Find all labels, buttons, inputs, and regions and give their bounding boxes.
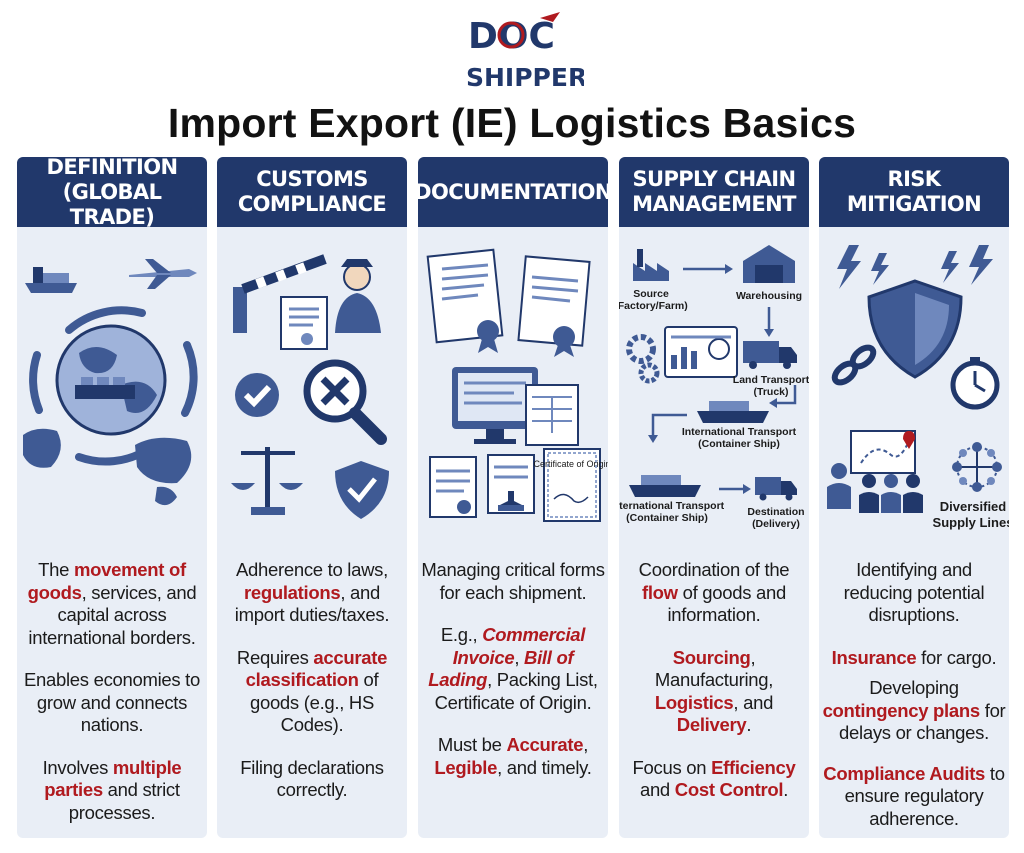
header-line: DOCUMENTATION: [418, 179, 608, 204]
document-stack-icon: [426, 248, 591, 357]
computer-form-icon: [452, 367, 579, 446]
flow-label-land: Land Transport: [733, 374, 809, 386]
shield-check-icon: [335, 461, 389, 519]
paragraph: Involves multiple parties and strict pro…: [42, 756, 182, 823]
paragraph: Insurance for cargo.: [831, 646, 997, 668]
customs-illustration: [231, 254, 389, 519]
scales-icon: [231, 447, 303, 515]
customs-officer-icon: [335, 259, 381, 333]
circular-arrows-icon: [29, 306, 198, 466]
flow-label-warehousing: Warehousing: [736, 290, 802, 302]
gears-dashboard-icon: [626, 326, 738, 384]
document-icon: [280, 296, 328, 350]
docshipper-logo: DOC SHIPPER: [466, 12, 584, 92]
logo-text-bottom: SHIPPER: [466, 63, 584, 92]
form-icon: [429, 456, 477, 518]
network-label-1: Diversified: [940, 499, 1007, 514]
paragraph: E.g., Commercial Invoice, Bill of Lading…: [428, 624, 598, 713]
column-text: Managing critical forms for each shipmen…: [418, 559, 608, 799]
broken-chain-icon: [831, 344, 877, 386]
column-text: Identifying and reducing potential disru…: [819, 559, 1009, 838]
stopwatch-icon: [950, 357, 1000, 410]
column-header: CUSTOMS COMPLIANCE: [217, 157, 407, 227]
column-header: RISK MITIGATION: [819, 157, 1009, 227]
planning-board-icon: [827, 430, 923, 513]
column-documentation: DOCUMENTATION: [418, 157, 608, 838]
paragraph: Adherence to laws, regulations, and impo…: [234, 559, 390, 625]
container-ship-icon: [697, 401, 769, 423]
page-title: Import Export (IE) Logistics Basics: [167, 100, 857, 146]
stamp-icon: [487, 454, 535, 514]
column-text: The movement of goods, services, and cap…: [17, 559, 207, 838]
header-line: MITIGATION: [846, 192, 982, 216]
warehouse-icon: [743, 245, 795, 283]
certificate-label: Certificate of Origin: [533, 459, 608, 469]
paragraph: Filing declarations correctly.: [240, 756, 384, 801]
flow-label-intl-1: International Transport: [682, 426, 797, 438]
column-definition: DEFINITION (GLOBAL TRADE): [17, 157, 207, 838]
lightning-icon: [837, 245, 993, 289]
header-line: (GLOBAL TRADE): [62, 179, 162, 229]
flow-label-source-sub: (Factory/Farm): [619, 300, 688, 312]
checkmark-icon: [235, 373, 279, 417]
header-line: COMPLIANCE: [237, 192, 387, 216]
flow-label-dest-sub: (Delivery): [752, 518, 800, 530]
header-line: RISK: [887, 167, 942, 191]
paragraph: The movement of goods, services, and cap…: [27, 559, 197, 648]
documentation-illustration: Certificate of Origin: [426, 248, 608, 522]
flow-label-intl-1-sub: (Container Ship): [698, 438, 780, 450]
network-icon: [952, 442, 1002, 492]
globe-icon: [55, 324, 167, 436]
shield-icon: [867, 279, 963, 379]
paragraph: Focus on Efficiency and Cost Control.: [632, 756, 796, 801]
paragraph: Identifying and reducing potential disru…: [843, 559, 985, 625]
column-header: DEFINITION (GLOBAL TRADE): [17, 157, 207, 229]
network-label-2: Supply Lines: [933, 515, 1009, 530]
header-line: SUPPLY CHAIN: [632, 167, 796, 191]
world-map-icon: [23, 428, 192, 506]
header-line: MANAGEMENT: [632, 192, 796, 216]
columns: DEFINITION (GLOBAL TRADE): [17, 157, 1009, 838]
flow-label-intl-2: International Transport: [619, 500, 725, 512]
paragraph: Sourcing, Manufacturing, Logistics, and …: [654, 646, 774, 736]
flow-label-source: Source: [633, 288, 669, 300]
global-trade-illustration: [23, 259, 198, 506]
barrier-gate-icon: [233, 254, 327, 333]
column-header: DOCUMENTATION: [418, 157, 608, 227]
paragraph: Managing critical forms for each shipmen…: [421, 559, 605, 603]
airplane-icon: [129, 259, 197, 289]
truck-icon: [755, 477, 797, 501]
certificate-icon: Certificate of Origin: [533, 448, 608, 522]
column-supply-chain: SUPPLY CHAIN MANAGEMENT Source (Factory/…: [619, 157, 809, 838]
column-header: SUPPLY CHAIN MANAGEMENT: [619, 157, 809, 227]
paragraph: Developing contingency plans for delays …: [822, 677, 1006, 743]
flow-label-dest: Destination: [747, 506, 804, 518]
logo-plane-icon: [540, 12, 560, 22]
truck-icon: [743, 341, 797, 369]
supply-chain-flow: Source (Factory/Farm) Warehousing: [619, 245, 809, 530]
column-risk-mitigation: RISK MITIGATION: [819, 157, 1009, 838]
header-line: CUSTOMS: [256, 167, 368, 191]
column-text: Coordination of the flow of goods and in…: [619, 559, 809, 822]
risk-illustration: Diversified Supply Lines: [827, 245, 1009, 530]
factory-icon: [633, 249, 669, 281]
paragraph: Enables economies to grow and connects n…: [23, 669, 201, 735]
flow-label-land-sub: (Truck): [753, 386, 788, 398]
paragraph: Compliance Audits to ensure regulatory a…: [823, 762, 1005, 829]
flow-label-intl-2-sub: (Container Ship): [626, 512, 708, 524]
paragraph: Coordination of the flow of goods and in…: [638, 559, 790, 625]
container-ship-icon: [629, 475, 701, 497]
header-line: DEFINITION: [46, 157, 178, 179]
column-customs-compliance: CUSTOMS COMPLIANCE: [217, 157, 407, 838]
column-text: Adherence to laws, regulations, and impo…: [217, 559, 407, 822]
magnifier-x-icon: [303, 359, 387, 445]
paragraph: Must be Accurate, Legible, and timely.: [434, 734, 592, 778]
logo-globe-icon: [497, 21, 525, 49]
paragraph: Requires accurate classification of good…: [236, 646, 388, 736]
ship-icon: [25, 267, 77, 293]
